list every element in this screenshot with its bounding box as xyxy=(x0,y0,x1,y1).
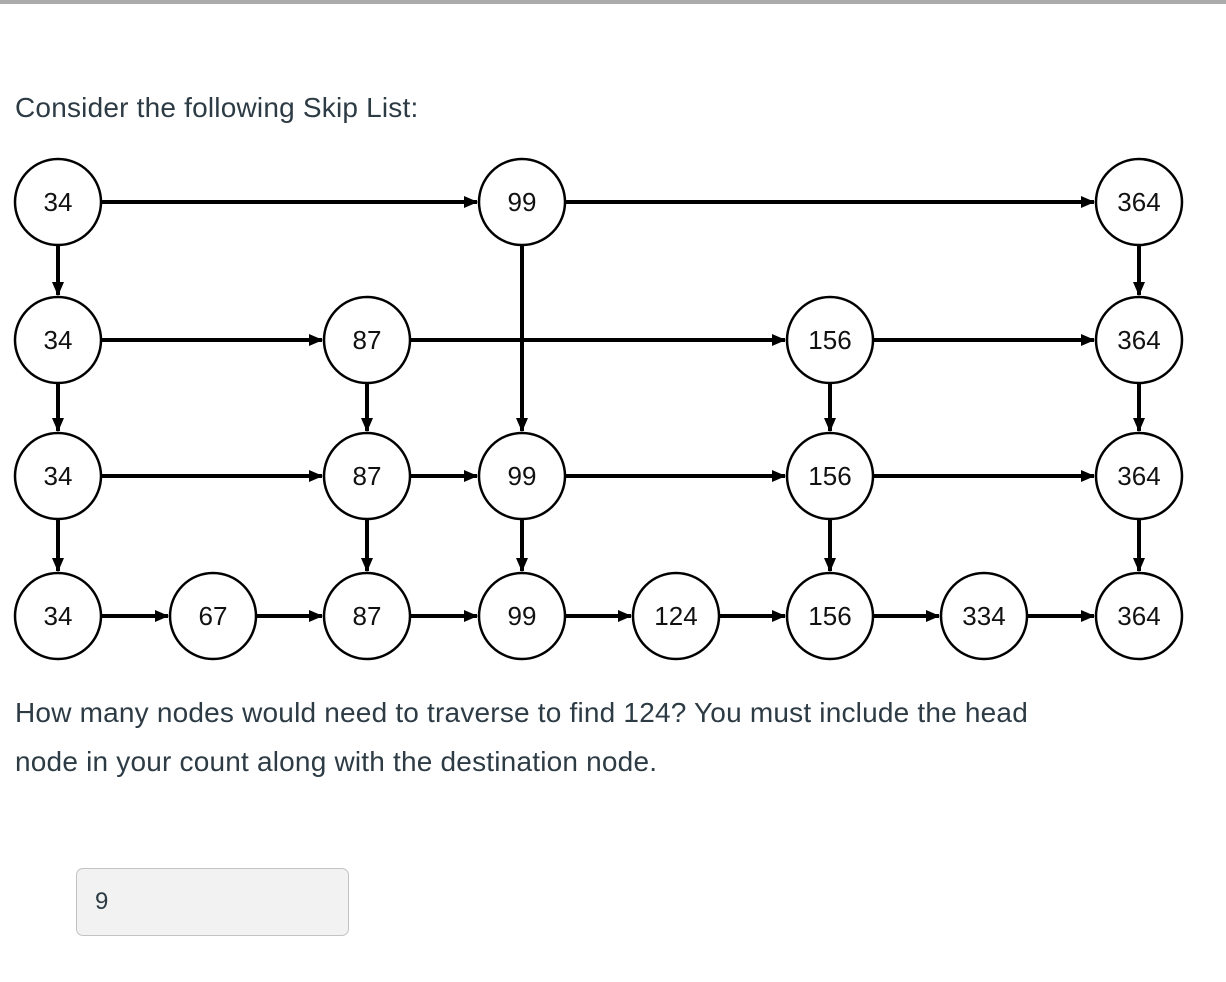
node-value-label: 334 xyxy=(962,601,1005,631)
node-value-label: 99 xyxy=(508,461,537,491)
node-circle xyxy=(477,571,567,661)
node-value-label: 99 xyxy=(508,187,537,217)
node-value-label: 156 xyxy=(808,601,851,631)
node-value-label: 34 xyxy=(44,187,73,217)
answer-input[interactable] xyxy=(76,868,349,936)
question-intro-text: Consider the following Skip List: xyxy=(15,92,419,123)
node-value-label: 34 xyxy=(44,325,73,355)
node-value-label: 364 xyxy=(1117,461,1160,491)
node-value-label: 87 xyxy=(353,461,382,491)
node-circle xyxy=(785,571,875,661)
question-text-line2: node in your count along with the destin… xyxy=(15,746,658,777)
skip-list-node-364-level3: 364 xyxy=(1094,431,1184,521)
node-circle xyxy=(785,431,875,521)
node-value-label: 124 xyxy=(654,601,697,631)
node-circle xyxy=(477,431,567,521)
skip-list-diagram: 34 99 364 34 87 156 364 34 87 99 156 364 34 67 87 99 124… xyxy=(13,157,1184,661)
node-circle xyxy=(1094,431,1184,521)
top-border-bar xyxy=(0,0,1226,4)
node-value-label: 34 xyxy=(44,601,73,631)
node-circle xyxy=(13,431,103,521)
skip-list-node-364-level2: 364 xyxy=(1094,295,1184,385)
skip-list-node-99-level4: 99 xyxy=(477,571,567,661)
node-circle xyxy=(939,571,1029,661)
skip-list-node-87-level2: 87 xyxy=(322,295,412,385)
skip-list-node-87-level3: 87 xyxy=(322,431,412,521)
node-circle xyxy=(1094,157,1184,247)
node-value-label: 156 xyxy=(808,325,851,355)
node-circle xyxy=(477,157,567,247)
skip-list-node-34-level1: 34 xyxy=(13,157,103,247)
node-circle xyxy=(1094,295,1184,385)
skip-list-node-34-level2: 34 xyxy=(13,295,103,385)
skip-list-node-124-level4: 124 xyxy=(631,571,721,661)
node-circle xyxy=(631,571,721,661)
node-circle xyxy=(322,431,412,521)
node-value-label: 156 xyxy=(808,461,851,491)
skip-list-node-99-level1: 99 xyxy=(477,157,567,247)
skip-list-node-156-level2: 156 xyxy=(785,295,875,385)
node-circle xyxy=(785,295,875,385)
node-value-label: 99 xyxy=(508,601,537,631)
skip-list-node-156-level4: 156 xyxy=(785,571,875,661)
skip-list-node-364-level4: 364 xyxy=(1094,571,1184,661)
skip-list-node-87-level4: 87 xyxy=(322,571,412,661)
node-value-label: 364 xyxy=(1117,325,1160,355)
node-circle xyxy=(322,571,412,661)
skip-list-node-364-level1: 364 xyxy=(1094,157,1184,247)
skip-list-node-34-level4: 34 xyxy=(13,571,103,661)
node-circle xyxy=(168,571,258,661)
node-value-label: 87 xyxy=(353,325,382,355)
node-circle xyxy=(13,157,103,247)
node-circle xyxy=(1094,571,1184,661)
skip-list-node-156-level3: 156 xyxy=(785,431,875,521)
node-value-label: 34 xyxy=(44,461,73,491)
node-value-label: 364 xyxy=(1117,601,1160,631)
skip-list-node-99-level3: 99 xyxy=(477,431,567,521)
node-circle xyxy=(322,295,412,385)
node-value-label: 67 xyxy=(199,601,228,631)
node-value-label: 364 xyxy=(1117,187,1160,217)
node-circle xyxy=(13,571,103,661)
node-circle xyxy=(13,295,103,385)
node-value-label: 87 xyxy=(353,601,382,631)
question-text-line1: How many nodes would need to traverse to… xyxy=(15,697,1028,728)
skip-list-node-334-level4: 334 xyxy=(939,571,1029,661)
question-text: How many nodes would need to traverse to… xyxy=(15,688,1028,786)
skip-list-node-67-level4: 67 xyxy=(168,571,258,661)
skip-list-node-34-level3: 34 xyxy=(13,431,103,521)
